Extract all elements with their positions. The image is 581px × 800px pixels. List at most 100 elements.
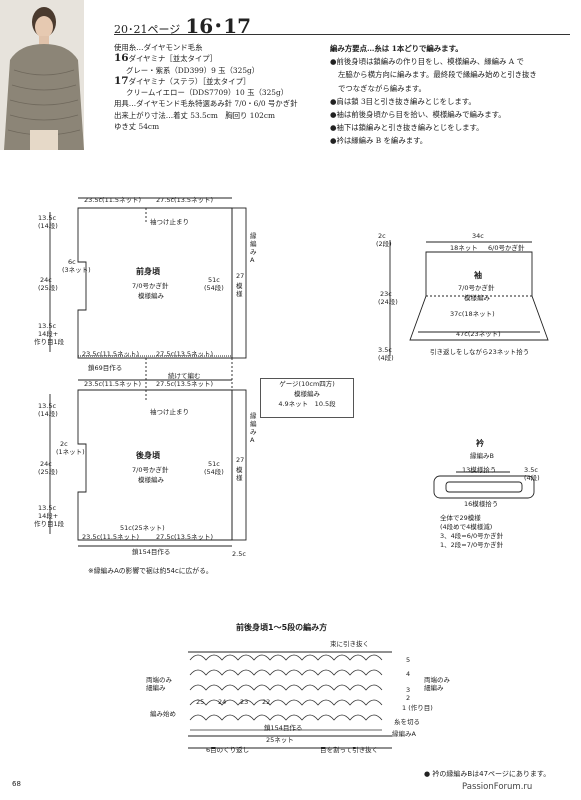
front-pat27: 模様 (236, 282, 243, 298)
front-body-label: 前身頃 (136, 267, 160, 276)
collar-pick16: 16模様拾う (464, 500, 499, 508)
chart-row-2: 2 (406, 694, 411, 702)
color-17: クリームイエロー（DDS7709）10 玉（325g） (126, 88, 289, 98)
collar-info4: 1、2段=7/0号かぎ針 (440, 541, 504, 549)
yarn-17: ダイヤミナ（ステラ）［並太タイプ］ (128, 76, 251, 86)
tools-line: 用具…ダイヤモンド毛糸特選あみ針 7/0・6/0 号かぎ針 (114, 99, 298, 109)
chart-cut: 糸を切る (394, 718, 420, 726)
back-edge-a: 縁編みA (250, 412, 257, 444)
collar-edge-b: 縁編みB (470, 452, 494, 460)
collar-pick13: 13模様拾う (462, 466, 497, 474)
back-bottom-right-dim: 27.5c(13.5ネット) (156, 533, 214, 541)
collar-info1: 全体で29模様 (440, 514, 481, 522)
back-chain: 鎖154目作る (132, 548, 171, 556)
back-d135b: 13.5c (38, 504, 57, 512)
yarn-16: ダイヤミナ［並太タイプ］ (128, 54, 218, 64)
sleeve-hook6: 6/0号かぎ針 (488, 244, 525, 252)
yarn-line: 使用糸…ダイヤモンド毛糸 (114, 43, 203, 52)
back-pattern: 模様編み (138, 476, 164, 484)
front-d135b: 13.5c (38, 322, 57, 330)
back-start-row: 作り目1段 (34, 520, 65, 528)
chart-repeat6: 6目のくり返し (206, 746, 250, 754)
instruction-1: ●前後身頃は鎖編みの作り目をし、模様編み、縁編み A で (330, 57, 524, 67)
back-hook: 7/0号かぎ針 (132, 466, 169, 474)
model-17: 17 (114, 74, 129, 87)
sleeve-d2: 2c (378, 232, 386, 240)
instruction-1b: 左脇から横方向に編みます。最終段で縁編み始めと引き抜き (338, 70, 537, 80)
front-r25: (25段) (38, 284, 58, 292)
chart-edge-a: 縁編みA (392, 730, 416, 738)
back-top-right-dim: 27.5c(13.5ネット) (156, 380, 214, 388)
back-d25: 2.5c (232, 550, 246, 558)
chart-both-left2: 細編み (146, 684, 166, 692)
front-edge-a: 縁編みA (250, 232, 257, 264)
sleeve-note: 引き返しをしながら23ネット拾う (430, 348, 530, 356)
sleeve-length-line: ゆき丈 54cm (114, 122, 160, 132)
back-w51-bottom: 51c(25ネット) (120, 524, 165, 532)
back-bottom-left-dim: 23.5c(11.5ネット) (82, 533, 140, 541)
instruction-3: ●袖は前後身頃から目を拾い、模様編みで編みます。 (330, 110, 506, 120)
page-reference: 20･21ページ (114, 23, 181, 36)
back-r14: (14段) (38, 410, 58, 418)
chart-row-5: 5 (406, 656, 411, 664)
chart-net25: 25ネット (266, 736, 294, 744)
sleeve-pattern: 模様編み (464, 294, 490, 302)
chart-num-22: 22 (262, 698, 271, 706)
sleeve-d35: 3.5c (378, 346, 392, 354)
back-r54: (54段) (204, 468, 224, 476)
size-line: 出来上がり寸法…着丈 53.5cm 胸回り 102cm (114, 110, 276, 120)
front-d6: 6c (68, 258, 76, 266)
chart-num-23: 23 (240, 698, 249, 706)
back-sleeve-stop: 袖つけ止まり (150, 408, 189, 416)
collar-info3: 3、4段=6/0号かぎ針 (440, 532, 504, 540)
gauge-pattern: 模様編み (294, 390, 320, 398)
collar-info2: (4段めで4模様減) (440, 523, 493, 531)
stitch-chart-title: 前後身頃1〜5段の編み方 (236, 623, 328, 632)
front-connect: 続けて編む (168, 372, 201, 380)
front-r14: (14段) (38, 222, 58, 230)
instructions-block: 編み方要点…糸は 1本どりで編みます。 ●前後身頃は鎖編みの作り目をし、模様編み… (330, 42, 537, 148)
page-number: 68 (12, 780, 21, 788)
front-chain: 鎖69目作る (88, 364, 123, 372)
sleeve-r2: (2段) (376, 240, 392, 248)
gauge-box: ゲージ(10cm四方) 模様編み 4.9ネット 10.5段 (260, 378, 354, 418)
chart-row-3: 3 (406, 686, 411, 694)
instruction-5: ●衿は縁編み B を編みます。 (330, 136, 428, 146)
sleeve-pick18: 18ネット (450, 244, 478, 252)
model-16: 16 (114, 52, 129, 65)
materials-block: 使用糸…ダイヤモンド毛糸 16ダイヤミナ［並太タイプ］ グレー・紫系（DD399… (114, 42, 297, 132)
front-w51: 51c (208, 276, 220, 284)
front-sleeve-stop: 袖つけ止まり (150, 218, 189, 226)
front-bottom-right-dim: 27.5c(13.5ネット) (156, 350, 214, 358)
chart-chain154: 鎖154目作る (264, 724, 303, 732)
collar-footnote: ● 衿の縁編みBは47ページにあります。 (424, 770, 551, 778)
back-body-label: 後身頃 (136, 451, 160, 460)
front-d135: 13.5c (38, 214, 57, 222)
instruction-2: ●肩は鎖 3目と引き抜き編みとじをします。 (330, 96, 476, 106)
back-r25: (25段) (38, 468, 58, 476)
back-d2: 2c (60, 440, 68, 448)
sleeve-d23: 23c (380, 290, 392, 298)
instruction-1c: でつなぎながら編みます。 (338, 83, 426, 93)
front-r54: (54段) (204, 284, 224, 292)
collar-label: 衿 (476, 439, 484, 448)
instruction-4: ●袖下は鎖編みと引き抜き編みとじをします。 (330, 123, 484, 133)
chart-both-right2: 細編み (424, 684, 444, 692)
gauge-values: 4.9ネット 10.5段 (278, 400, 336, 408)
chart-both-right: 両端のみ (424, 676, 450, 684)
back-r14b: 14段+ (38, 512, 59, 520)
sleeve-w47: 47c(23ネット) (456, 330, 501, 338)
collar-r4: (4段) (524, 474, 540, 482)
collar-d35: 3.5c (524, 466, 538, 474)
sleeve-r4: (4段) (378, 354, 394, 362)
back-pat27: 模様 (236, 466, 243, 482)
back-w27: 27 (236, 456, 245, 464)
sleeve-r24: (24段) (378, 298, 398, 306)
front-top-right-dim: 27.5c(13.5ネット) (156, 196, 214, 204)
back-w51: 51c (208, 460, 220, 468)
front-r14b: 14段+ (38, 330, 59, 338)
front-hook: 7/0号かぎ針 (132, 282, 169, 290)
front-r3: (3ネット) (62, 266, 91, 274)
chart-cut-pull: 目を割って引き抜く (320, 746, 379, 754)
chart-num-25: 25 (196, 698, 205, 706)
